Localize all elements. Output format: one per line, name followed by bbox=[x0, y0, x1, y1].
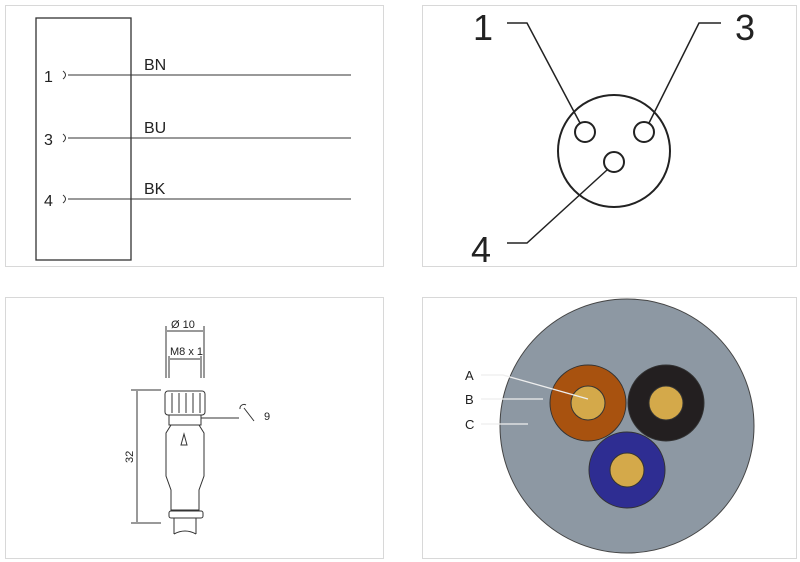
label-c: C bbox=[465, 417, 474, 432]
wiring-diagram: 1 3 4 BN BU BK bbox=[35, 17, 351, 261]
pin-3 bbox=[633, 121, 655, 143]
pin-1 bbox=[574, 121, 596, 143]
conductor-core bbox=[648, 385, 684, 421]
cable-cross-section-panel: A B C bbox=[422, 297, 797, 559]
wire-3 bbox=[62, 133, 351, 143]
diameter-label: Ø 10 bbox=[171, 319, 195, 331]
pin-label: 4 bbox=[471, 229, 491, 266]
conductor-core bbox=[570, 385, 606, 421]
thread-label: M8 x 1 bbox=[170, 346, 203, 358]
wire-color-label: BU bbox=[144, 120, 166, 137]
pin-4 bbox=[603, 151, 625, 173]
wrench-icon bbox=[239, 403, 255, 422]
label-a: A bbox=[465, 368, 474, 383]
pin-label: 1 bbox=[473, 7, 493, 48]
socket-outline bbox=[557, 94, 671, 208]
wire-color-label: BN bbox=[144, 57, 166, 74]
length-label: 32 bbox=[124, 451, 136, 463]
label-b: B bbox=[465, 392, 474, 407]
wiring-diagram-panel: 1 3 4 BN BU BK bbox=[5, 5, 384, 267]
wire-4 bbox=[62, 194, 351, 204]
pin-label: 1 bbox=[44, 69, 53, 86]
pinout-panel: 1 3 4 bbox=[422, 5, 797, 267]
cable-jacket bbox=[499, 298, 755, 554]
wrench-size-label: 9 bbox=[264, 411, 270, 423]
pin-label: 3 bbox=[44, 132, 53, 149]
pin-label: 4 bbox=[44, 193, 53, 210]
dimension-drawing: Ø 10 M8 x 1 9 32 bbox=[124, 319, 270, 535]
pinout-diagram: 1 3 4 bbox=[471, 7, 755, 266]
dimension-drawing-panel: Ø 10 M8 x 1 9 32 bbox=[5, 297, 384, 559]
connector-body bbox=[35, 17, 132, 261]
pin-label: 3 bbox=[735, 7, 755, 48]
conductor-core bbox=[609, 452, 645, 488]
cable-cross-section: A B C bbox=[465, 298, 755, 554]
wire-1 bbox=[62, 70, 351, 80]
wire-color-label: BK bbox=[144, 181, 166, 198]
